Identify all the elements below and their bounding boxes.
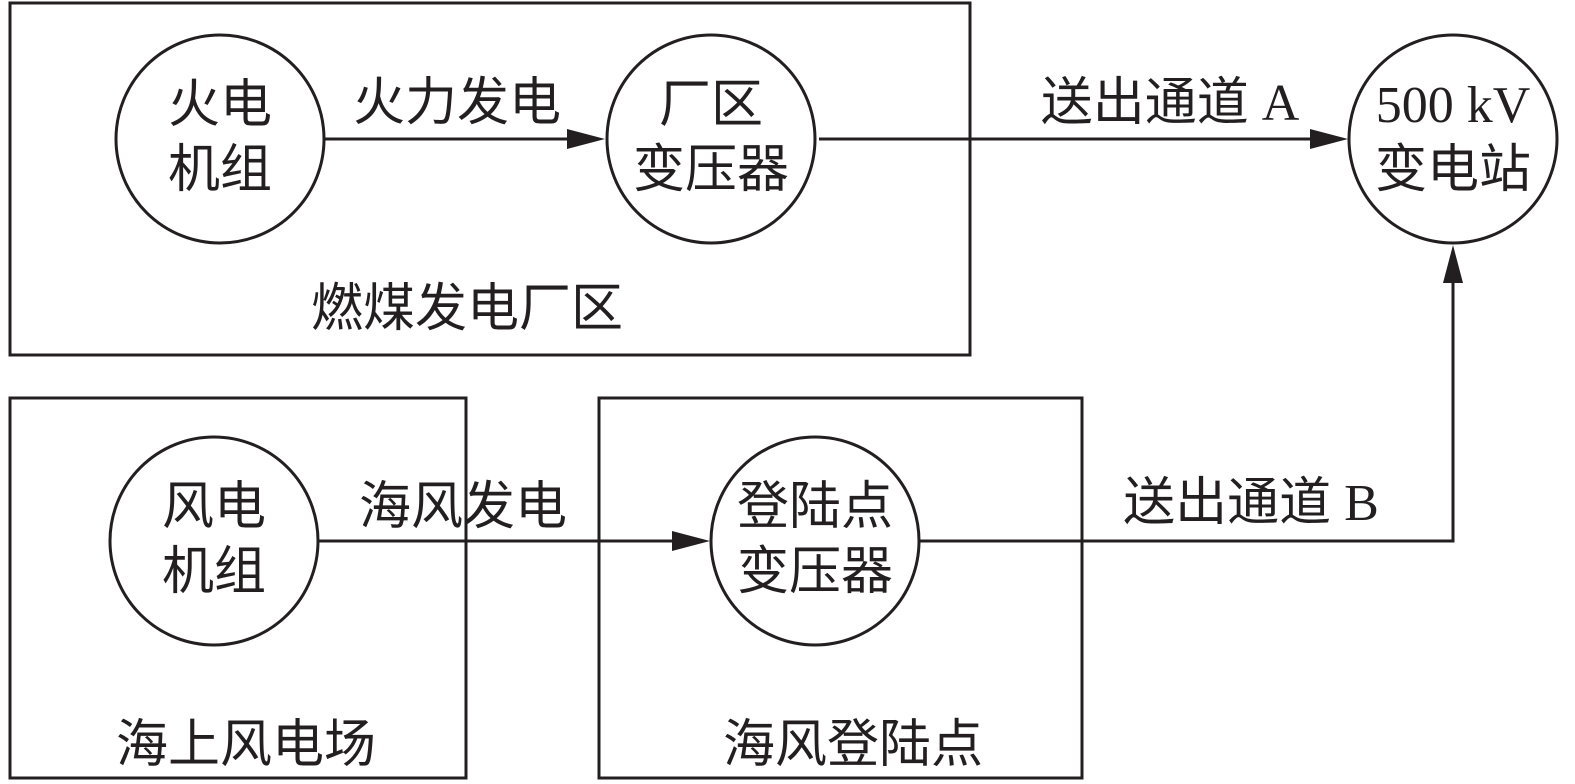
substation-label-2: 变电站 xyxy=(1375,142,1531,199)
offshore-farm-region-label: 海上风电场 xyxy=(116,717,376,774)
wind-generation-label: 海风发电 xyxy=(359,479,567,536)
plant-to-substation-arrowhead xyxy=(1310,129,1348,149)
thermal-unit-node xyxy=(114,33,326,245)
wind-unit-label-1: 风电 xyxy=(162,479,266,536)
thermal-generation-label: 火力发电 xyxy=(353,75,561,132)
landing-point-region-label: 海风登陆点 xyxy=(723,717,983,774)
landing-transformer-node xyxy=(709,435,921,647)
plant-transformer-label-2: 变压器 xyxy=(633,142,789,199)
landing-transformer-label-2: 变压器 xyxy=(737,544,893,601)
channel-b-label: 送出通道 B xyxy=(1123,475,1379,532)
wind-to-landing-arrowhead xyxy=(672,531,710,551)
landing-point-region xyxy=(597,396,1084,780)
thermal-unit-label-2: 机组 xyxy=(168,142,272,199)
offshore-farm-region xyxy=(8,396,468,780)
wind-unit-node xyxy=(108,435,320,647)
landing-to-substation-arrowhead xyxy=(1443,245,1463,283)
landing-transformer-label-1: 登陆点 xyxy=(737,479,893,536)
substation-node xyxy=(1347,33,1559,245)
thermal-to-plant-arrowhead xyxy=(567,129,605,149)
wind-unit-label-2: 机组 xyxy=(162,544,266,601)
substation-label-1: 500 kV xyxy=(1376,77,1531,134)
plant-transformer-label-1: 厂区 xyxy=(659,77,763,134)
coal-plant-region xyxy=(8,1,972,357)
thermal-unit-label-1: 火电 xyxy=(168,77,272,134)
plant-transformer-node xyxy=(605,33,817,245)
coal-plant-region-label: 燃煤发电厂区 xyxy=(311,281,623,338)
channel-a-label: 送出通道 A xyxy=(1041,75,1300,132)
landing-to-substation-line xyxy=(919,278,1455,543)
